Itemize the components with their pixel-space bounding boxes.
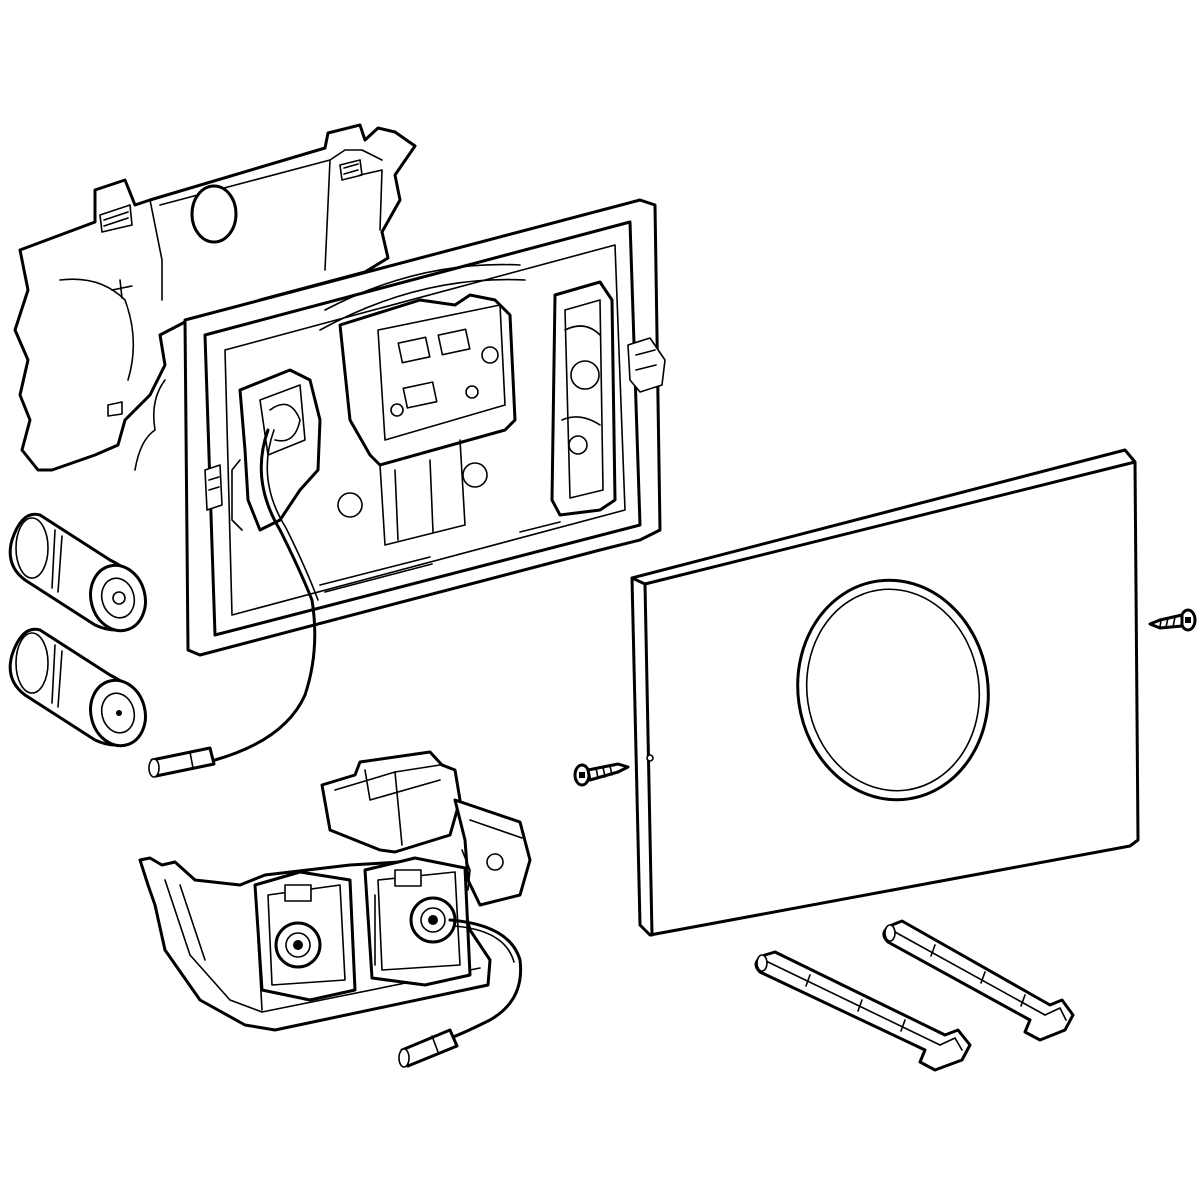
battery-1 — [8, 512, 147, 633]
actuating-rod-2 — [882, 919, 1075, 1042]
fixing-screw-right — [1148, 608, 1197, 632]
frame-cable-connector — [148, 746, 216, 778]
actuator-plate[interactable] — [630, 448, 1140, 937]
control-unit-cable-connector — [398, 1028, 459, 1068]
fixing-screw-left — [573, 762, 630, 787]
control-unit — [138, 750, 532, 1042]
sensor-ring — [796, 578, 990, 802]
protective-cover — [13, 123, 417, 472]
mounting-frame — [183, 198, 666, 762]
cover-hole — [190, 184, 238, 244]
battery-2 — [8, 627, 147, 748]
actuating-rod-1 — [754, 950, 972, 1072]
